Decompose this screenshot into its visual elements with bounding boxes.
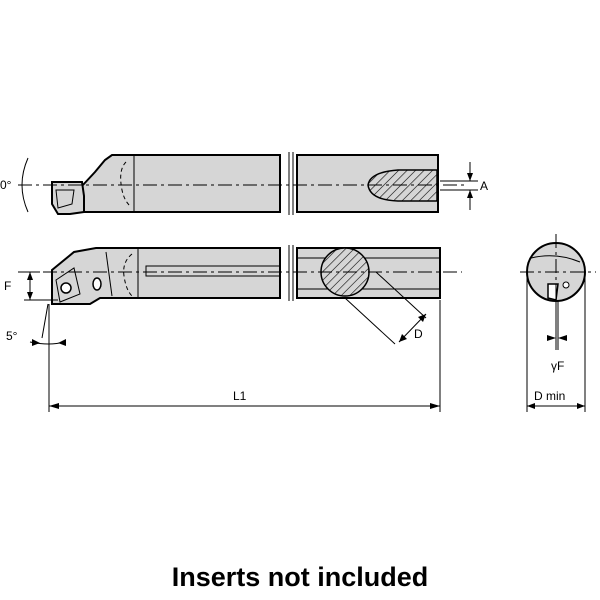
top-view-insert xyxy=(55,189,75,209)
dimension-label-f: F xyxy=(4,279,11,293)
side-view xyxy=(18,245,462,350)
side-view-clamp-screw xyxy=(92,277,102,291)
dimension-label-gamma-f: γF xyxy=(551,359,564,373)
l1-dimension xyxy=(48,300,441,412)
end-view xyxy=(520,234,596,412)
angle-label-top: 0° xyxy=(0,178,12,192)
dimension-label-d-min: D min xyxy=(534,389,565,403)
angle-label-side: 5° xyxy=(6,329,18,343)
side-view-insert xyxy=(60,282,72,294)
top-view xyxy=(18,152,478,215)
boring-bar-technical-drawing: 0° A xyxy=(0,152,596,412)
top-view-bar-left xyxy=(81,154,281,213)
inserts-not-included-caption: Inserts not included xyxy=(171,562,429,592)
dimension-label-d: D xyxy=(414,327,423,341)
dimension-label-l1: L1 xyxy=(233,389,247,403)
dimension-label-a: A xyxy=(480,179,488,193)
